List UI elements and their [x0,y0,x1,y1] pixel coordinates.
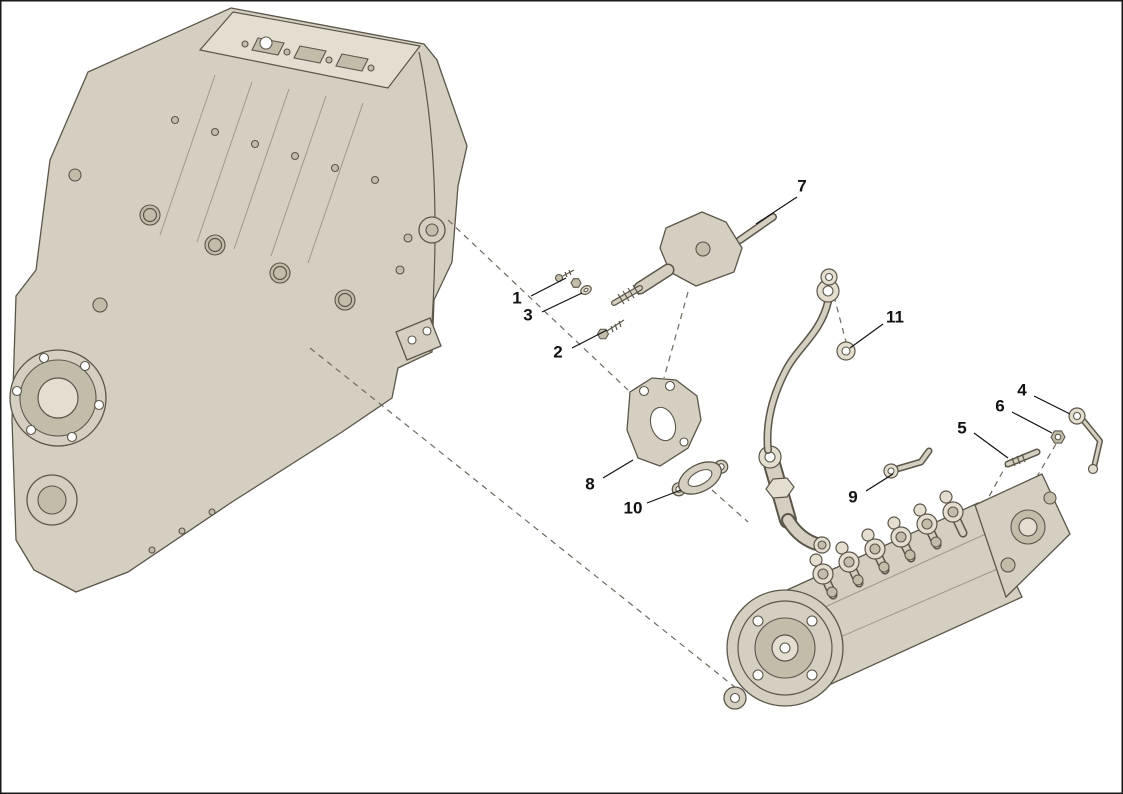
bracket-hole [679,437,689,447]
deck-bolt-hole [241,40,249,48]
stop-lever [883,447,933,479]
callout-leader-line [1011,411,1053,434]
shutoff-valve [758,445,831,554]
cap-screw [596,319,625,340]
pump-front-flange [726,589,844,707]
fuel-injection-pump [723,473,1071,710]
callout-leader-line [755,196,798,225]
callout-number[interactable]: 6 [995,397,1004,416]
throttle-lever [1068,407,1103,475]
callout-number[interactable]: 1 [512,289,521,308]
callout-number[interactable]: 10 [624,499,643,518]
callout-number[interactable]: 8 [585,475,594,494]
callout-layer: 1 2 3 4 5 6 7 8 9 10 11 [512,177,1071,518]
callout-8[interactable]: 8 [585,459,634,494]
hex-nut [1050,430,1066,444]
callout-leader-line [541,292,583,313]
callout-leader-line [571,329,608,349]
bracket-hole [664,380,676,392]
fuel-supply-line [763,279,840,454]
callout-5[interactable]: 5 [957,419,1009,459]
plunger-spring [617,284,640,305]
callout-leader-line [646,489,682,504]
delivery-valve-holders [809,490,968,600]
governor-housing [974,473,1071,599]
callout-leader-line [1033,395,1071,415]
callout-leader-line [973,432,1009,459]
alignment-lines [309,219,1057,689]
bracket-slot [649,406,677,442]
callout-leader-line [849,323,884,349]
solenoid-fasteners [554,269,592,295]
lock-nut [570,278,582,288]
callout-3[interactable]: 3 [523,292,583,325]
callout-7[interactable]: 7 [755,177,807,225]
threaded-stud [1004,448,1041,468]
callout-number[interactable]: 7 [797,177,806,196]
callout-10[interactable]: 10 [624,489,682,518]
gasket [671,459,729,497]
shutdown-solenoid [611,211,777,306]
callout-6[interactable]: 6 [995,397,1053,434]
sealing-washers [820,268,856,361]
front-cover-flange [9,349,107,447]
gear-housing-bore [418,216,446,244]
pump-mounting-pad [395,317,442,361]
callout-number[interactable]: 5 [957,419,966,438]
cap-screw-head [596,328,610,340]
bracket-hole [638,385,650,397]
engine-block-body [11,7,468,593]
engine-block [9,7,468,593]
callout-2[interactable]: 2 [553,329,608,362]
valve-hex-nut [765,477,795,499]
callout-1[interactable]: 1 [512,277,567,308]
block-bolt-holes [68,115,413,554]
mounting-bracket [626,377,702,467]
pump-drive-shaft [723,686,747,710]
callout-leader-line [602,459,634,479]
callout-leader-line [865,473,894,492]
deck-bolt-hole [367,64,375,72]
callout-number[interactable]: 3 [523,306,532,325]
callout-number[interactable]: 2 [553,343,562,362]
pump-side-ports [826,536,942,598]
callout-number[interactable]: 11 [886,308,904,327]
callout-11[interactable]: 11 [849,308,904,349]
block-ribs [159,74,364,264]
deck-openings [251,37,369,72]
deck-bolt-hole [325,56,333,64]
callout-number[interactable]: 9 [848,488,857,507]
callout-leader-line [530,277,567,297]
callout-9[interactable]: 9 [848,473,894,507]
callout-number[interactable]: 4 [1017,381,1027,400]
deck-bolt-hole [283,48,291,56]
lower-bore [26,474,78,526]
deck-hole [259,36,273,50]
gear-housing-edge [418,51,436,353]
callout-4[interactable]: 4 [1017,381,1071,415]
freeze-plugs [139,204,356,311]
